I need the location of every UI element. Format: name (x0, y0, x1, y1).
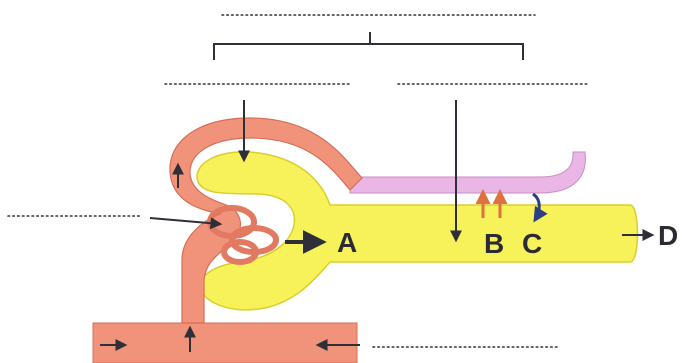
label-C: C (522, 228, 542, 259)
label-A: A (337, 227, 357, 258)
label-D: D (658, 220, 678, 251)
renal-blood-vessel (93, 323, 357, 363)
peritubular-capillary (350, 152, 585, 193)
grouping-bracket (214, 32, 523, 60)
label-B: B (484, 228, 504, 259)
